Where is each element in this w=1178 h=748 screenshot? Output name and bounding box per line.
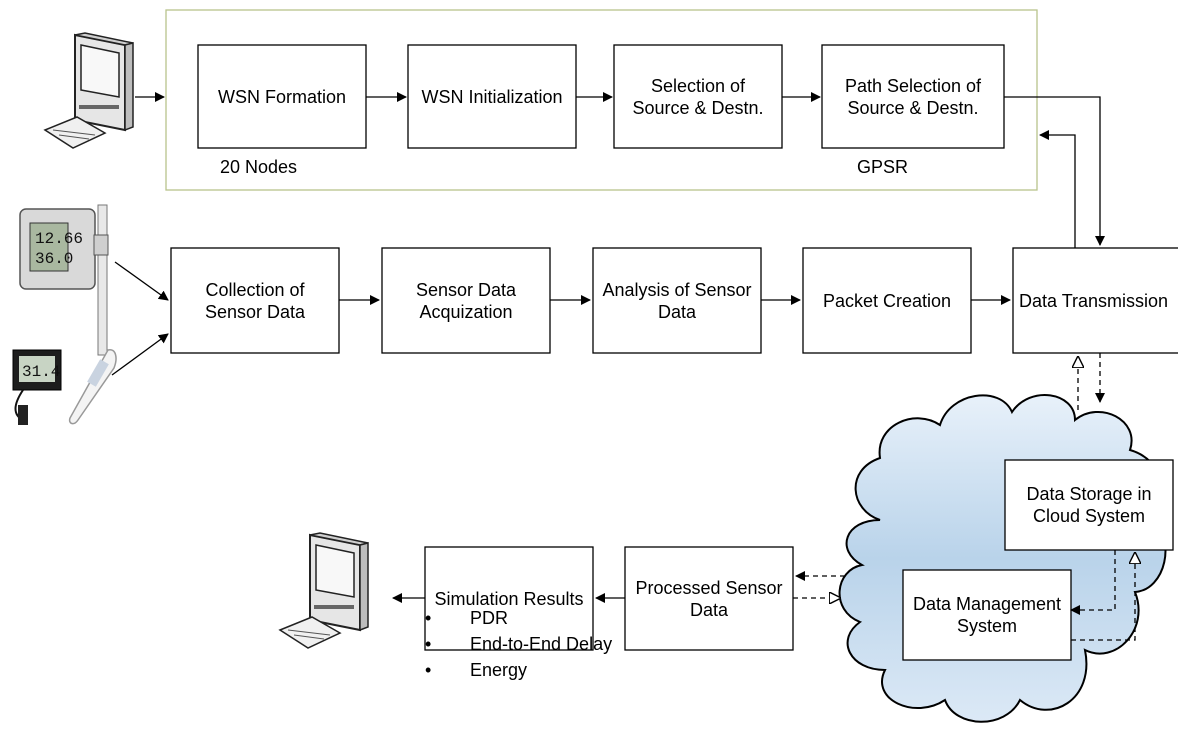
- metric-item: PDR: [425, 605, 612, 631]
- data-management-box: [902, 569, 1072, 661]
- svg-text:31.4: 31.4: [22, 363, 60, 381]
- pipeline-flow-arrows: [111, 261, 1011, 376]
- wsn-flow-arrows: [135, 92, 1105, 248]
- source-destination-selection-label: Selection of Source & Destn.: [632, 75, 764, 118]
- acquisition-box: [381, 247, 551, 354]
- node-count-label: 20 Nodes: [220, 157, 298, 177]
- desktop-computer-icon: [43, 32, 134, 149]
- data-transmission-box: [1012, 247, 1178, 354]
- metrics-list: PDR End-to-End Delay Energy: [425, 605, 612, 683]
- wsn-initialization-label: WSN Initialization: [421, 86, 563, 107]
- wsn-formation-label: WSN Formation: [217, 86, 347, 107]
- desktop-computer-icon: [278, 532, 369, 649]
- acquisition-label: Sensor Data Acquization: [415, 279, 517, 322]
- cloud-link-arrows: [793, 353, 1135, 641]
- path-selection-box: [821, 44, 1005, 149]
- processed-data-label: Processed Sensor Data: [635, 577, 783, 620]
- metric-item: End-to-End Delay: [425, 631, 612, 657]
- wsn-formation-box: [197, 44, 367, 149]
- wsn-initialization-box: [407, 44, 577, 149]
- collection-label: Collection of Sensor Data: [204, 279, 306, 322]
- simulation-results-label: Simulation Results: [434, 588, 584, 609]
- protocol-label: GPSR: [857, 157, 909, 177]
- data-logger-sensor-icon: 12.66 36.0: [19, 204, 109, 356]
- collection-box: [170, 247, 340, 354]
- svg-text:12.66: 12.66: [35, 230, 83, 248]
- analysis-box: [592, 247, 762, 354]
- metric-item: Energy: [425, 657, 612, 683]
- data-management-label: Data Management System: [912, 594, 1062, 636]
- digital-thermometer-icon: 31.4: [12, 349, 117, 425]
- cloud-storage-label: Data Storage in Cloud System: [1026, 484, 1152, 526]
- source-destination-selection-box: [613, 44, 783, 149]
- packet-creation-box: [802, 247, 972, 354]
- analysis-label: Analysis of Sensor Data: [602, 279, 752, 322]
- cloud-shape: [838, 394, 1167, 723]
- path-selection-label: Path Selection of Source & Destn.: [844, 75, 982, 118]
- cloud-storage-box: [1004, 459, 1174, 551]
- packet-creation-label: Packet Creation: [822, 290, 952, 311]
- svg-text:36.0: 36.0: [35, 250, 73, 268]
- data-transmission-label: Data Transmission: [1019, 290, 1169, 311]
- processed-data-box: [624, 546, 794, 651]
